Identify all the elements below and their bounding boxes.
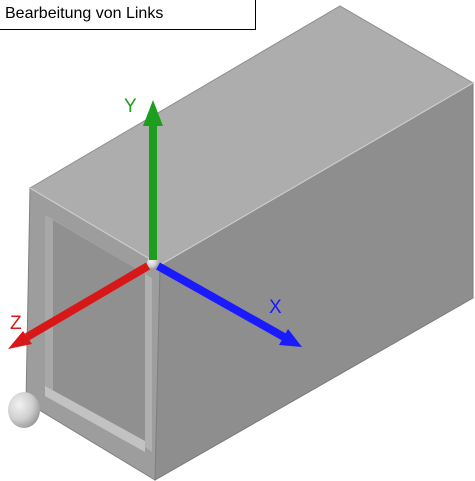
x-axis-arrow[interactable] bbox=[156, 262, 302, 347]
y-axis-label: Y bbox=[124, 96, 137, 117]
z-axis-arrow[interactable] bbox=[8, 262, 151, 349]
tube-inner-left-wall bbox=[45, 215, 53, 391]
tube-inner-right-wall bbox=[145, 274, 152, 452]
sphere-handle-icon[interactable] bbox=[8, 392, 40, 428]
y-axis-arrow[interactable] bbox=[143, 100, 163, 260]
z-axis-label: Z bbox=[10, 313, 22, 334]
view-title-text: Bearbeitung von Links bbox=[5, 5, 164, 22]
tube-inner-bottom-wall bbox=[45, 386, 145, 452]
rectangular-tube-model[interactable] bbox=[25, 5, 474, 481]
x-axis-label: X bbox=[269, 297, 282, 318]
view-title-label: Bearbeitung von Links bbox=[0, 0, 256, 30]
